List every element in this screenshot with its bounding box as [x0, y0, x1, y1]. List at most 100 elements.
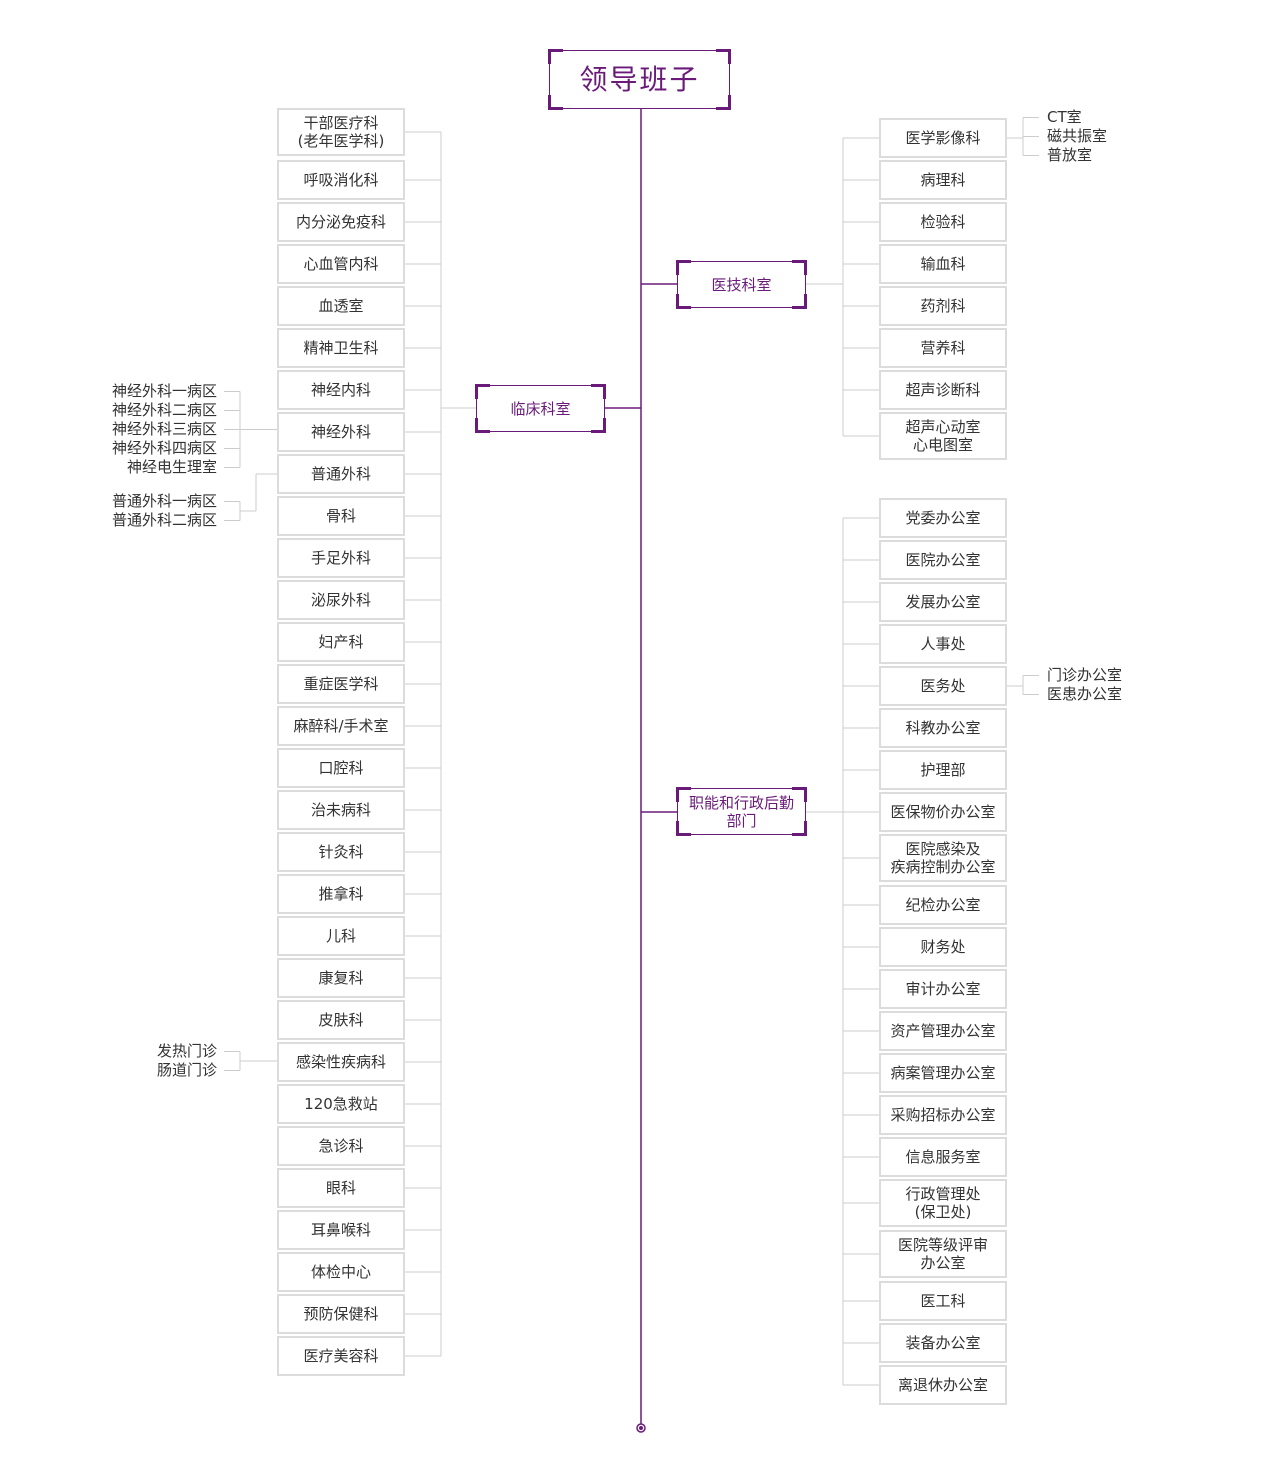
- node-label: 采购招标办公室: [890, 1106, 996, 1124]
- admin-dept-node: 信息服务室: [879, 1137, 1007, 1177]
- hub-clinical: 临床科室: [475, 384, 606, 433]
- clinical-dept-node: 普通外科: [277, 454, 405, 494]
- clinical-dept-node: 精神卫生科: [277, 328, 405, 368]
- node-label: 药剂科: [920, 297, 966, 315]
- node-label: 麻醉科/手术室: [293, 717, 389, 735]
- medtech-dept-node: 超声心动室心电图室: [879, 412, 1007, 460]
- admin-dept-node: 医院办公室: [879, 540, 1007, 580]
- clinical-dept-node: 呼吸消化科: [277, 160, 405, 200]
- node-label: 妇产科: [318, 633, 364, 651]
- node-label: 内分泌免疫科: [295, 213, 386, 231]
- node-label: 医疗美容科: [303, 1347, 379, 1365]
- clinical-dept-node: 手足外科: [277, 538, 405, 578]
- admin-dept-node: 医保物价办公室: [879, 792, 1007, 832]
- node-label: 行政管理处: [905, 1185, 981, 1203]
- hub-medtech: 医技科室: [676, 260, 807, 309]
- clinical-dept-node: 感染性疾病科: [277, 1042, 405, 1082]
- clinical-dept-node: 医疗美容科: [277, 1336, 405, 1376]
- clinical-dept-node: 预防保健科: [277, 1294, 405, 1334]
- admin-dept-node: 发展办公室: [879, 582, 1007, 622]
- node-label: 医学影像科: [905, 129, 981, 147]
- node-label: 信息服务室: [905, 1148, 981, 1166]
- sub-item: 神经外科一病区: [111, 382, 217, 400]
- node-label: 办公室: [920, 1254, 966, 1272]
- clinical-dept-node: 干部医疗科(老年医学科): [277, 108, 405, 156]
- admin-dept-node: 离退休办公室: [879, 1365, 1007, 1405]
- node-label: 儿科: [325, 927, 356, 945]
- admin-dept-node: 科教办公室: [879, 708, 1007, 748]
- admin-dept-node: 行政管理处(保卫处): [879, 1179, 1007, 1227]
- node-label: 心电图室: [912, 436, 973, 454]
- node-label: (保卫处): [914, 1203, 972, 1221]
- node-label: 医工科: [920, 1292, 966, 1310]
- clinical-dept-node: 心血管内科: [277, 244, 405, 284]
- spine-end-dot-core: [639, 1426, 643, 1430]
- hub-medtech-label: 医技科室: [711, 275, 772, 294]
- sub-item: 发热门诊: [156, 1042, 217, 1060]
- node-label: 精神卫生科: [303, 339, 379, 357]
- sub-group-list: 普通外科一病区普通外科二病区: [112, 492, 217, 530]
- medtech-dept-node: 病理科: [879, 160, 1007, 200]
- medtech-dept-node: 医学影像科: [879, 118, 1007, 158]
- node-label: 超声诊断科: [905, 381, 981, 399]
- sub-item: 肠道门诊: [156, 1061, 217, 1079]
- clinical-dept-node: 治未病科: [277, 790, 405, 830]
- node-label: 呼吸消化科: [303, 171, 379, 189]
- admin-dept-node: 党委办公室: [879, 498, 1007, 538]
- clinical-dept-node: 康复科: [277, 958, 405, 998]
- admin-dept-node: 医院感染及疾病控制办公室: [879, 834, 1007, 882]
- clinical-dept-node: 麻醉科/手术室: [277, 706, 405, 746]
- sub-item: 神经外科二病区: [111, 401, 217, 419]
- clinical-dept-node: 泌尿外科: [277, 580, 405, 620]
- node-label: 普通外科: [310, 465, 371, 483]
- node-label: 体检中心: [310, 1263, 371, 1281]
- admin-dept-node: 护理部: [879, 750, 1007, 790]
- node-label: 疾病控制办公室: [890, 858, 996, 876]
- sub-item: 普通外科一病区: [111, 492, 217, 510]
- medtech-dept-node: 药剂科: [879, 286, 1007, 326]
- clinical-dept-node: 儿科: [277, 916, 405, 956]
- admin-dept-node: 医务处: [879, 666, 1007, 706]
- node-label: 营养科: [920, 339, 966, 357]
- clinical-dept-node: 口腔科: [277, 748, 405, 788]
- clinical-dept-node: 体检中心: [277, 1252, 405, 1292]
- medtech-dept-node: 检验科: [879, 202, 1007, 242]
- sub-item: CT室: [1047, 108, 1082, 126]
- node-label: 医院等级评审: [897, 1236, 988, 1254]
- node-label: 眼科: [325, 1179, 356, 1197]
- node-label: 医务处: [920, 677, 966, 695]
- root-label: 领导班子: [579, 62, 700, 96]
- node-label: 科教办公室: [905, 719, 981, 737]
- node-label: 护理部: [920, 761, 966, 779]
- sub-group-list: 发热门诊肠道门诊: [157, 1042, 217, 1080]
- sub-group-list: CT室磁共振室普放室: [1047, 108, 1107, 165]
- sub-item: 医患办公室: [1047, 685, 1123, 703]
- node-label: 骨科: [325, 507, 356, 525]
- admin-dept-node: 医工科: [879, 1281, 1007, 1321]
- node-label: 医院感染及: [905, 840, 981, 858]
- admin-dept-node: 人事处: [879, 624, 1007, 664]
- node-label: (老年医学科): [297, 132, 385, 150]
- admin-dept-node: 资产管理办公室: [879, 1011, 1007, 1051]
- node-label: 血透室: [318, 297, 364, 315]
- node-label: 推拿科: [318, 885, 364, 903]
- node-label: 离退休办公室: [897, 1376, 988, 1394]
- clinical-dept-node: 内分泌免疫科: [277, 202, 405, 242]
- sub-item: 普通外科二病区: [111, 511, 217, 529]
- clinical-dept-node: 针灸科: [277, 832, 405, 872]
- sub-item: 神经外科四病区: [111, 439, 217, 457]
- node-label: 神经外科: [310, 423, 371, 441]
- sub-group-list: 门诊办公室医患办公室: [1047, 666, 1122, 704]
- clinical-dept-node: 耳鼻喉科: [277, 1210, 405, 1250]
- node-label: 口腔科: [318, 759, 364, 777]
- node-label: 超声心动室: [905, 418, 981, 436]
- clinical-dept-node: 神经内科: [277, 370, 405, 410]
- admin-dept-node: 审计办公室: [879, 969, 1007, 1009]
- node-label: 人事处: [920, 635, 966, 653]
- node-label: 审计办公室: [905, 980, 981, 998]
- node-label: 病理科: [920, 171, 966, 189]
- sub-item: 神经外科三病区: [111, 420, 217, 438]
- clinical-dept-node: 骨科: [277, 496, 405, 536]
- node-label: 手足外科: [310, 549, 371, 567]
